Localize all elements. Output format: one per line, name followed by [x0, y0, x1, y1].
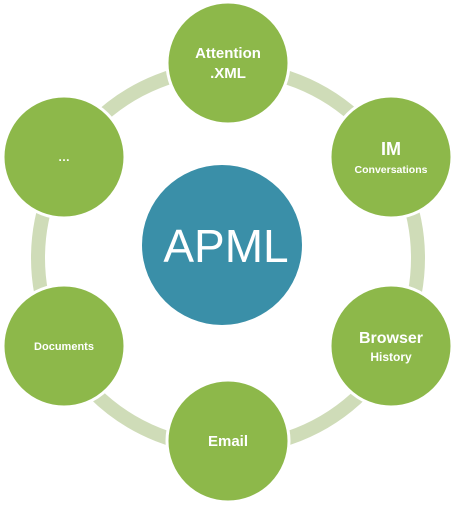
node-label-line1: Browser [359, 330, 423, 347]
node-label-line2: History [370, 350, 412, 364]
node-im-conversations: IM Conversations [328, 94, 454, 220]
node-label-line1: Attention [195, 45, 261, 62]
node-circle [165, 378, 291, 504]
node-label-line1: Documents [34, 341, 94, 353]
node-label-line1: Email [208, 433, 248, 450]
center-label: APML [163, 220, 288, 272]
node-label-line2: Conversations [355, 164, 428, 176]
node-documents: Documents [1, 283, 127, 409]
node-circle [1, 94, 127, 220]
node-label-line1: IM [381, 139, 401, 159]
node-circle [1, 283, 127, 409]
node-label-line2: .XML [210, 65, 246, 82]
node-circle [165, 0, 291, 126]
node-label-line1: … [58, 150, 70, 164]
node-browser-history: Browser History [328, 283, 454, 409]
node-circle [328, 283, 454, 409]
center-node: APML [142, 165, 302, 325]
node-ellipsis: … [1, 94, 127, 220]
node-circle [328, 94, 454, 220]
center-circle [142, 165, 302, 325]
node-attention-xml: Attention .XML [165, 0, 291, 126]
node-email: Email [165, 378, 291, 504]
